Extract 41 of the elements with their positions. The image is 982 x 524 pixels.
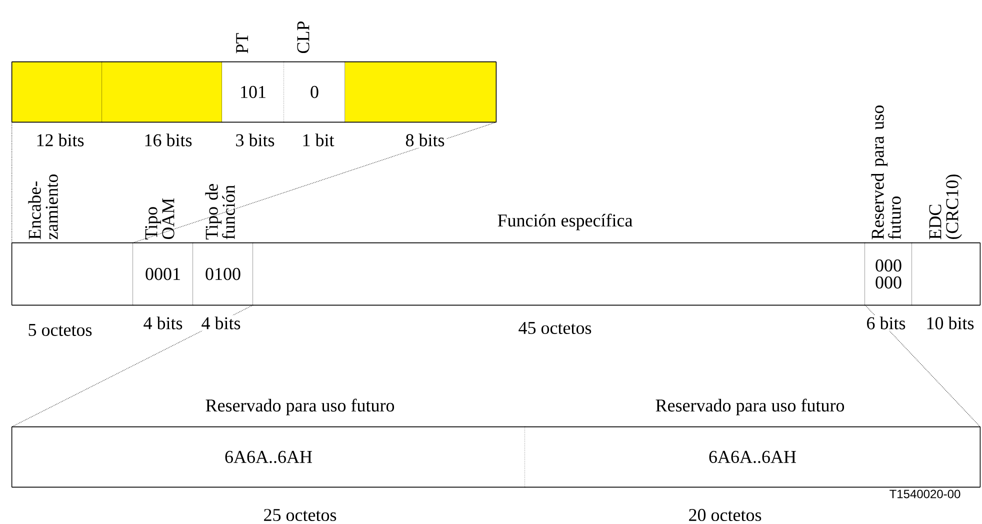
node-label: 0100 [206,268,240,280]
size-label: 3 bits [234,132,276,148]
size-label: 10 bits [924,315,976,331]
field-cell: 0100 [192,242,254,306]
size-label: 20 octetos [686,507,764,523]
field-label: Reserved para uso futuro [871,106,901,240]
field-label: PT [236,33,248,54]
node-label: 000 000 [876,259,902,289]
size-label: 12 bits [34,132,86,148]
field-label: Reservado para uso futuro [206,398,394,416]
field-cell: 6A6A..6AH [524,426,981,488]
node-label: 0001 [146,268,180,280]
field-cell: 0 [283,61,346,123]
size-label: 25 octetos [262,507,338,523]
size-label: 45 octetos [516,320,594,336]
field-label: EDC (CRC10) [929,174,962,240]
field-cell [101,61,223,123]
field-cell: 0001 [132,242,194,306]
field-cell: 101 [221,61,285,123]
field-cell: 000 000 [864,242,913,306]
size-label: 1 bit [300,132,336,148]
field-label: Tipo de función [205,184,235,240]
field-label: CLP [297,22,310,54]
field-label: Tipo OAM [145,198,174,240]
field-cell [11,61,103,123]
size-label: 6 bits [864,315,908,331]
zoom-line [864,304,980,428]
size-label: 16 bits [142,132,194,148]
node-label: 6A6A..6AH [709,450,796,464]
zoom-line [12,304,254,428]
size-label: 8 bits [404,132,446,148]
size-label: 4 bits [142,315,184,331]
node-label: 0 [310,86,318,98]
field-cell: 6A6A..6AH [11,426,526,488]
field-label: Encabe- zamiento [28,174,58,240]
field-label: Reservado para uso futuro [656,398,844,416]
field-label: Función específica [498,214,632,230]
zoom-line [132,122,496,244]
size-label: 4 bits [200,315,242,331]
size-label: 5 octetos [26,322,94,338]
field-cell [344,61,497,123]
